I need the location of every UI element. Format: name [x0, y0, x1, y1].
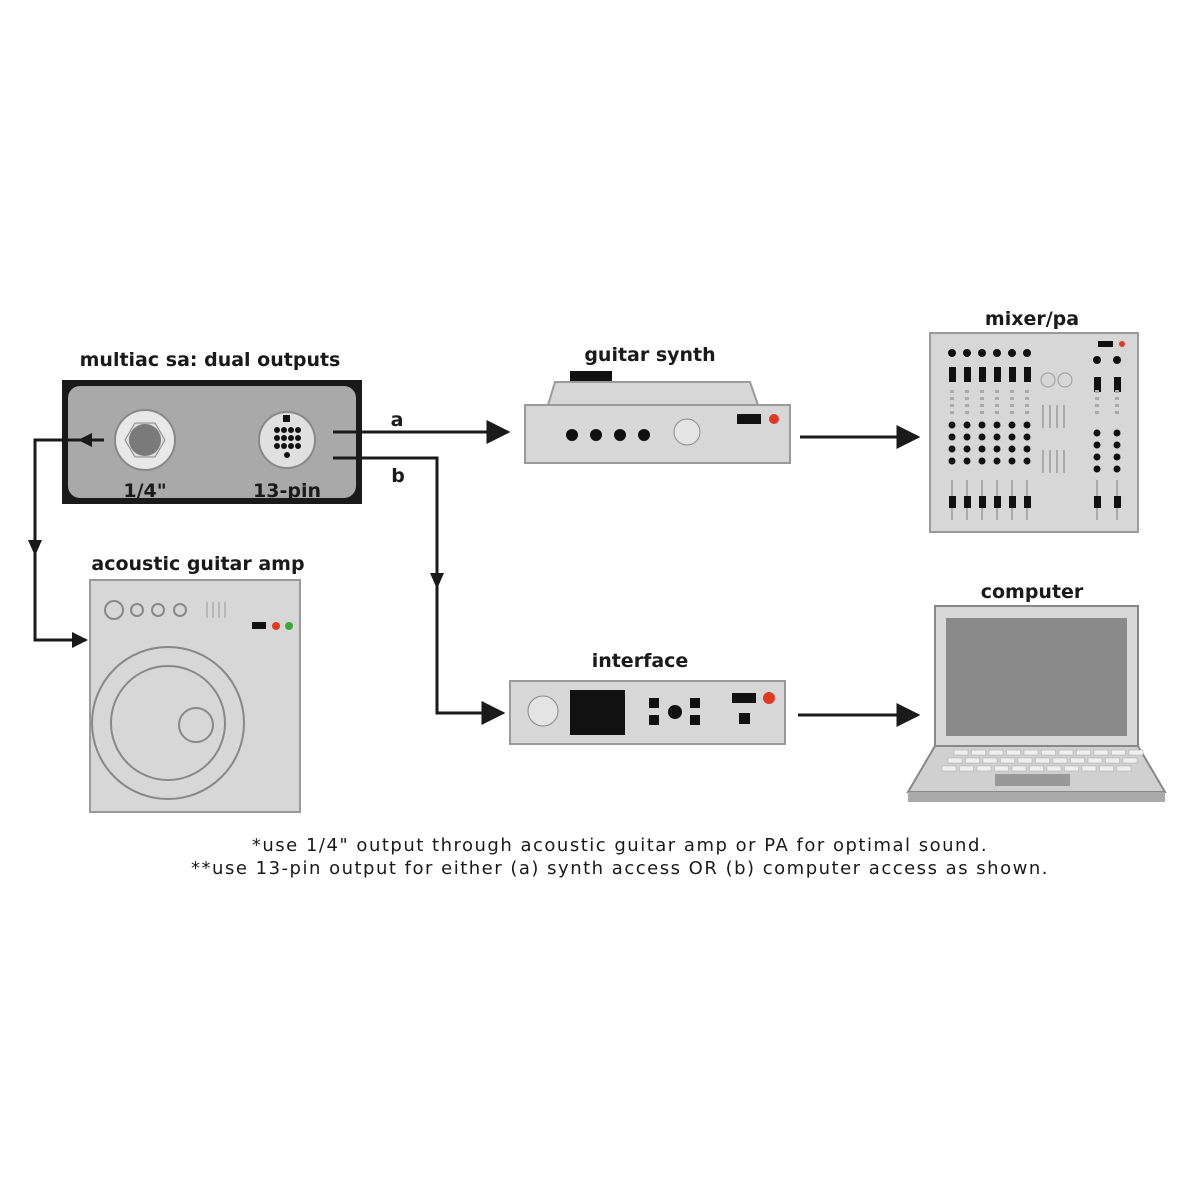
laptop-screen [946, 618, 1127, 736]
13-pin-connector-icon [673, 418, 701, 446]
key [1035, 757, 1050, 764]
key [1111, 749, 1126, 756]
mixer-title: mixer/pa [985, 308, 1079, 330]
key [965, 757, 980, 764]
key [971, 749, 986, 756]
cables: a b [28, 409, 921, 727]
multiac-title: multiac sa: dual outputs [80, 349, 341, 371]
mixer-channel-strip [993, 349, 1001, 520]
key [1000, 757, 1015, 764]
audio-interface: interface [509, 650, 786, 745]
key [1064, 765, 1079, 772]
mixer-channel-strip [1113, 356, 1121, 520]
key [947, 757, 963, 764]
fader-icon [949, 496, 956, 508]
acoustic-guitar-amp: acoustic guitar amp [89, 553, 305, 813]
key [1029, 765, 1044, 772]
computer-title: computer [981, 581, 1084, 603]
key [1017, 757, 1033, 764]
key [1046, 765, 1062, 772]
trackpad [995, 774, 1070, 786]
footnote-2: **use 13-pin output for either (a) synth… [191, 858, 1049, 879]
key [1116, 765, 1132, 772]
key [982, 757, 998, 764]
fader-icon [994, 496, 1001, 508]
key [1087, 757, 1103, 764]
13-pin-connector-icon [527, 695, 559, 727]
mixer-channel-strip [963, 349, 971, 520]
mixer-pa: mixer/pa [929, 308, 1139, 533]
arrow-icon [78, 433, 92, 447]
mixer-channel-strip [1023, 349, 1031, 520]
multiac-unit: multiac sa: dual outputs 1/4" 13-pin [62, 349, 362, 504]
key [994, 765, 1009, 772]
fader-icon [1024, 496, 1031, 508]
fader-icon [964, 496, 971, 508]
key [976, 765, 992, 772]
key [1099, 765, 1114, 772]
interface-title: interface [592, 650, 689, 672]
mixer-channel-strip [948, 349, 956, 520]
laptop-computer: computer [906, 581, 1167, 802]
key [953, 749, 969, 756]
13-pin-connector-icon [258, 411, 316, 469]
key [1023, 749, 1039, 756]
fader-icon [1009, 496, 1016, 508]
mixer-channel-strip [1093, 356, 1101, 520]
jack-label: 1/4" [123, 480, 166, 502]
route-b-label: b [391, 465, 405, 487]
arrow-icon [430, 573, 444, 589]
display-screen [570, 690, 625, 735]
key [941, 765, 957, 772]
key [1076, 749, 1091, 756]
route-a-label: a [391, 409, 404, 431]
led-icon [769, 414, 779, 424]
mixer-channel-strip [1008, 349, 1016, 520]
key [1081, 765, 1097, 772]
key [1122, 757, 1138, 764]
key [1058, 749, 1074, 756]
key [1128, 749, 1144, 756]
arrow-icon [72, 632, 88, 648]
synth-title: guitar synth [584, 344, 715, 366]
key [1041, 749, 1056, 756]
key [1011, 765, 1027, 772]
arrow-icon [28, 540, 42, 556]
key [1105, 757, 1120, 764]
key [1006, 749, 1021, 756]
fader-icon [979, 496, 986, 508]
amp-title: acoustic guitar amp [91, 553, 304, 575]
footnote-1: *use 1/4" output through acoustic guitar… [252, 835, 988, 856]
key [959, 765, 974, 772]
key [1070, 757, 1085, 764]
speaker-icon [91, 646, 245, 800]
fader-icon [1114, 496, 1121, 508]
key [1093, 749, 1109, 756]
quarter-inch-jack-icon [114, 409, 176, 471]
guitar-synth: guitar synth [524, 344, 791, 464]
fader-icon [1094, 496, 1101, 508]
key [988, 749, 1004, 756]
pin-label: 13-pin [253, 480, 321, 502]
mixer-channel-strip [978, 349, 986, 520]
key [1052, 757, 1068, 764]
